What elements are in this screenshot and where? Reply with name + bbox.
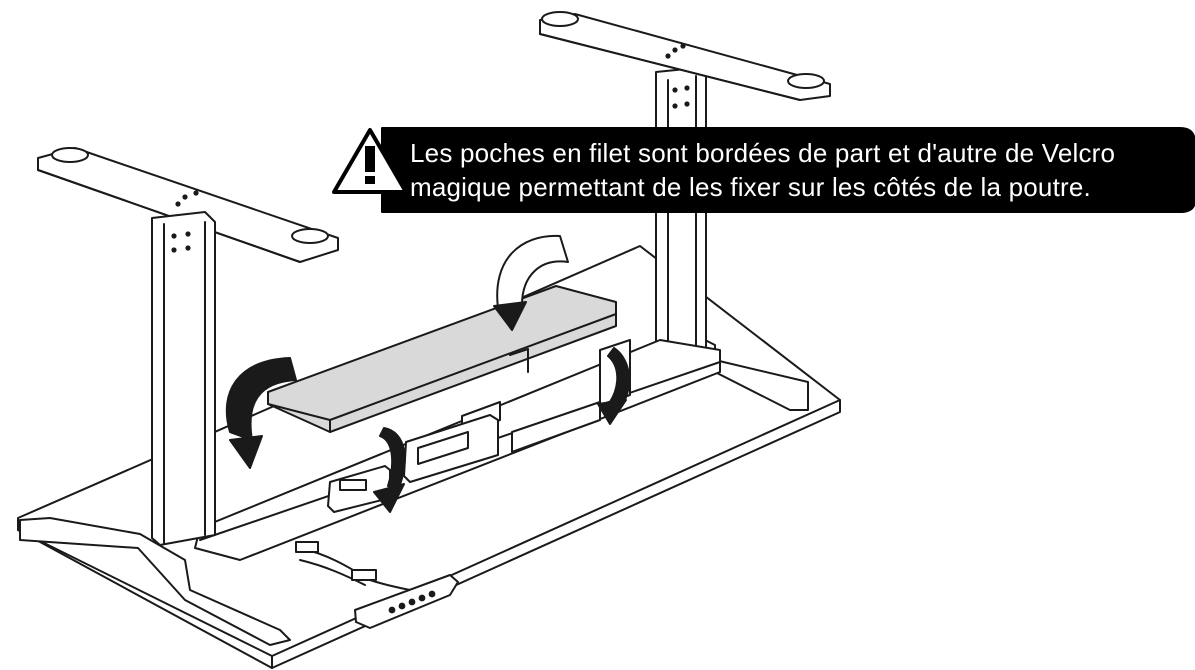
fold-arrow-right bbox=[597, 347, 631, 425]
warning-line-2: magique permettant de les fixer sur les … bbox=[410, 172, 1091, 202]
left-leg bbox=[19, 211, 291, 646]
warning-text: Les poches en filet sont bordées de part… bbox=[410, 136, 1190, 204]
mesh-pocket bbox=[267, 285, 617, 433]
left-leg-arm bbox=[37, 147, 339, 263]
hand-controller bbox=[354, 574, 459, 629]
warning-callout bbox=[332, 127, 1195, 213]
fold-arrow-center bbox=[373, 427, 406, 513]
fold-arrow-left bbox=[225, 357, 297, 469]
warning-triangle-icon bbox=[332, 128, 408, 194]
control-box bbox=[327, 414, 499, 513]
warning-line-1: Les poches en filet sont bordées de part… bbox=[410, 138, 1116, 168]
fold-arrow-top bbox=[493, 234, 569, 331]
cable-harness bbox=[295, 541, 411, 591]
